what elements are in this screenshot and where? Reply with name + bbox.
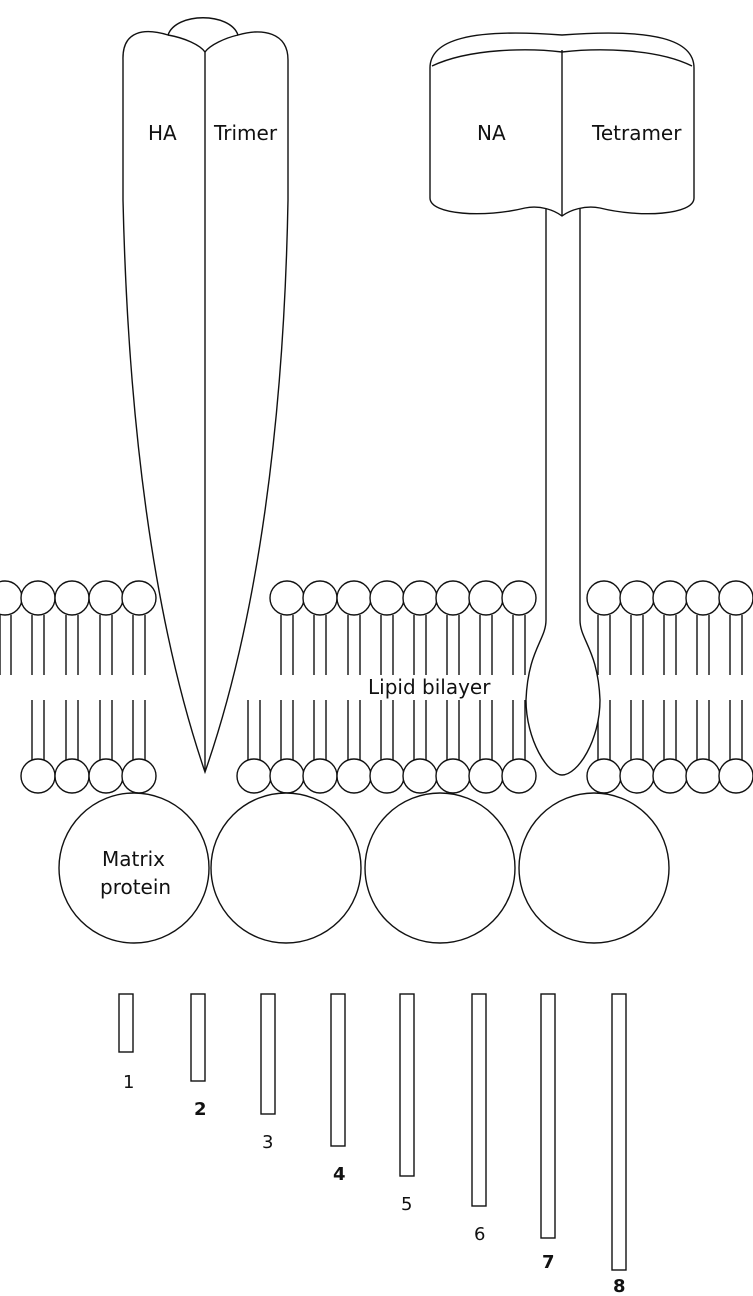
lipid-head — [403, 759, 437, 793]
rna-segment-5 — [400, 994, 414, 1176]
rna-segment-8 — [612, 994, 626, 1270]
na-stalk — [526, 205, 600, 775]
lipid-head — [686, 581, 720, 615]
lipid-head — [55, 759, 89, 793]
lipid-head — [337, 759, 371, 793]
rna-segment-7 — [541, 994, 555, 1238]
segment-number: 7 — [542, 1252, 555, 1273]
lower-lipid-heads — [21, 759, 753, 793]
lipid-head — [270, 759, 304, 793]
matrix-protein — [365, 793, 515, 943]
ha-label: HA — [148, 121, 177, 145]
lipid-bilayer-label: Lipid bilayer — [368, 675, 491, 699]
lipid-head — [122, 581, 156, 615]
matrix-protein — [211, 793, 361, 943]
lipid-head — [686, 759, 720, 793]
lipid-head — [653, 759, 687, 793]
matrix-protein-label-line2: protein — [100, 875, 171, 899]
ha-trimer-label: Trimer — [213, 121, 278, 145]
rna-segment-2 — [191, 994, 205, 1081]
lipid-head — [89, 581, 123, 615]
rna-segment-1 — [119, 994, 133, 1052]
matrix-protein-label-line1: Matrix — [102, 847, 165, 871]
lipid-head — [55, 581, 89, 615]
segment-number: 2 — [194, 1099, 207, 1120]
lipid-head — [469, 759, 503, 793]
lipid-head — [21, 581, 55, 615]
rna-segment-6 — [472, 994, 486, 1206]
matrix-protein — [519, 793, 669, 943]
na-label: NA — [477, 121, 506, 145]
segment-number: 5 — [401, 1194, 412, 1215]
lipid-head — [587, 759, 621, 793]
lipid-head — [370, 581, 404, 615]
segment-number: 1 — [123, 1072, 134, 1093]
na-tetramer-label: Tetramer — [591, 121, 682, 145]
lipid-head — [303, 581, 337, 615]
lipid-head — [89, 759, 123, 793]
lipid-head — [237, 759, 271, 793]
segment-number: 8 — [613, 1276, 626, 1296]
segment-number: 6 — [474, 1224, 485, 1245]
lipid-head — [719, 759, 753, 793]
segment-number: 4 — [333, 1164, 346, 1185]
lipid-head — [587, 581, 621, 615]
rna-segments — [119, 994, 626, 1270]
lipid-head — [370, 759, 404, 793]
lipid-head — [270, 581, 304, 615]
lipid-head — [436, 759, 470, 793]
lipid-head — [469, 581, 503, 615]
lipid-head — [21, 759, 55, 793]
lipid-head — [502, 581, 536, 615]
lipid-head — [337, 581, 371, 615]
lipid-head — [436, 581, 470, 615]
upper-lipid-heads — [0, 581, 753, 615]
lipid-head — [620, 759, 654, 793]
lipid-head — [719, 581, 753, 615]
lipid-head — [502, 759, 536, 793]
lipid-head — [122, 759, 156, 793]
segment-number: 3 — [262, 1132, 273, 1153]
lipid-head — [653, 581, 687, 615]
lipid-head — [403, 581, 437, 615]
lipid-head — [0, 581, 22, 615]
rna-segment-4 — [331, 994, 345, 1146]
lipid-head — [620, 581, 654, 615]
lipid-head — [303, 759, 337, 793]
rna-segment-3 — [261, 994, 275, 1114]
